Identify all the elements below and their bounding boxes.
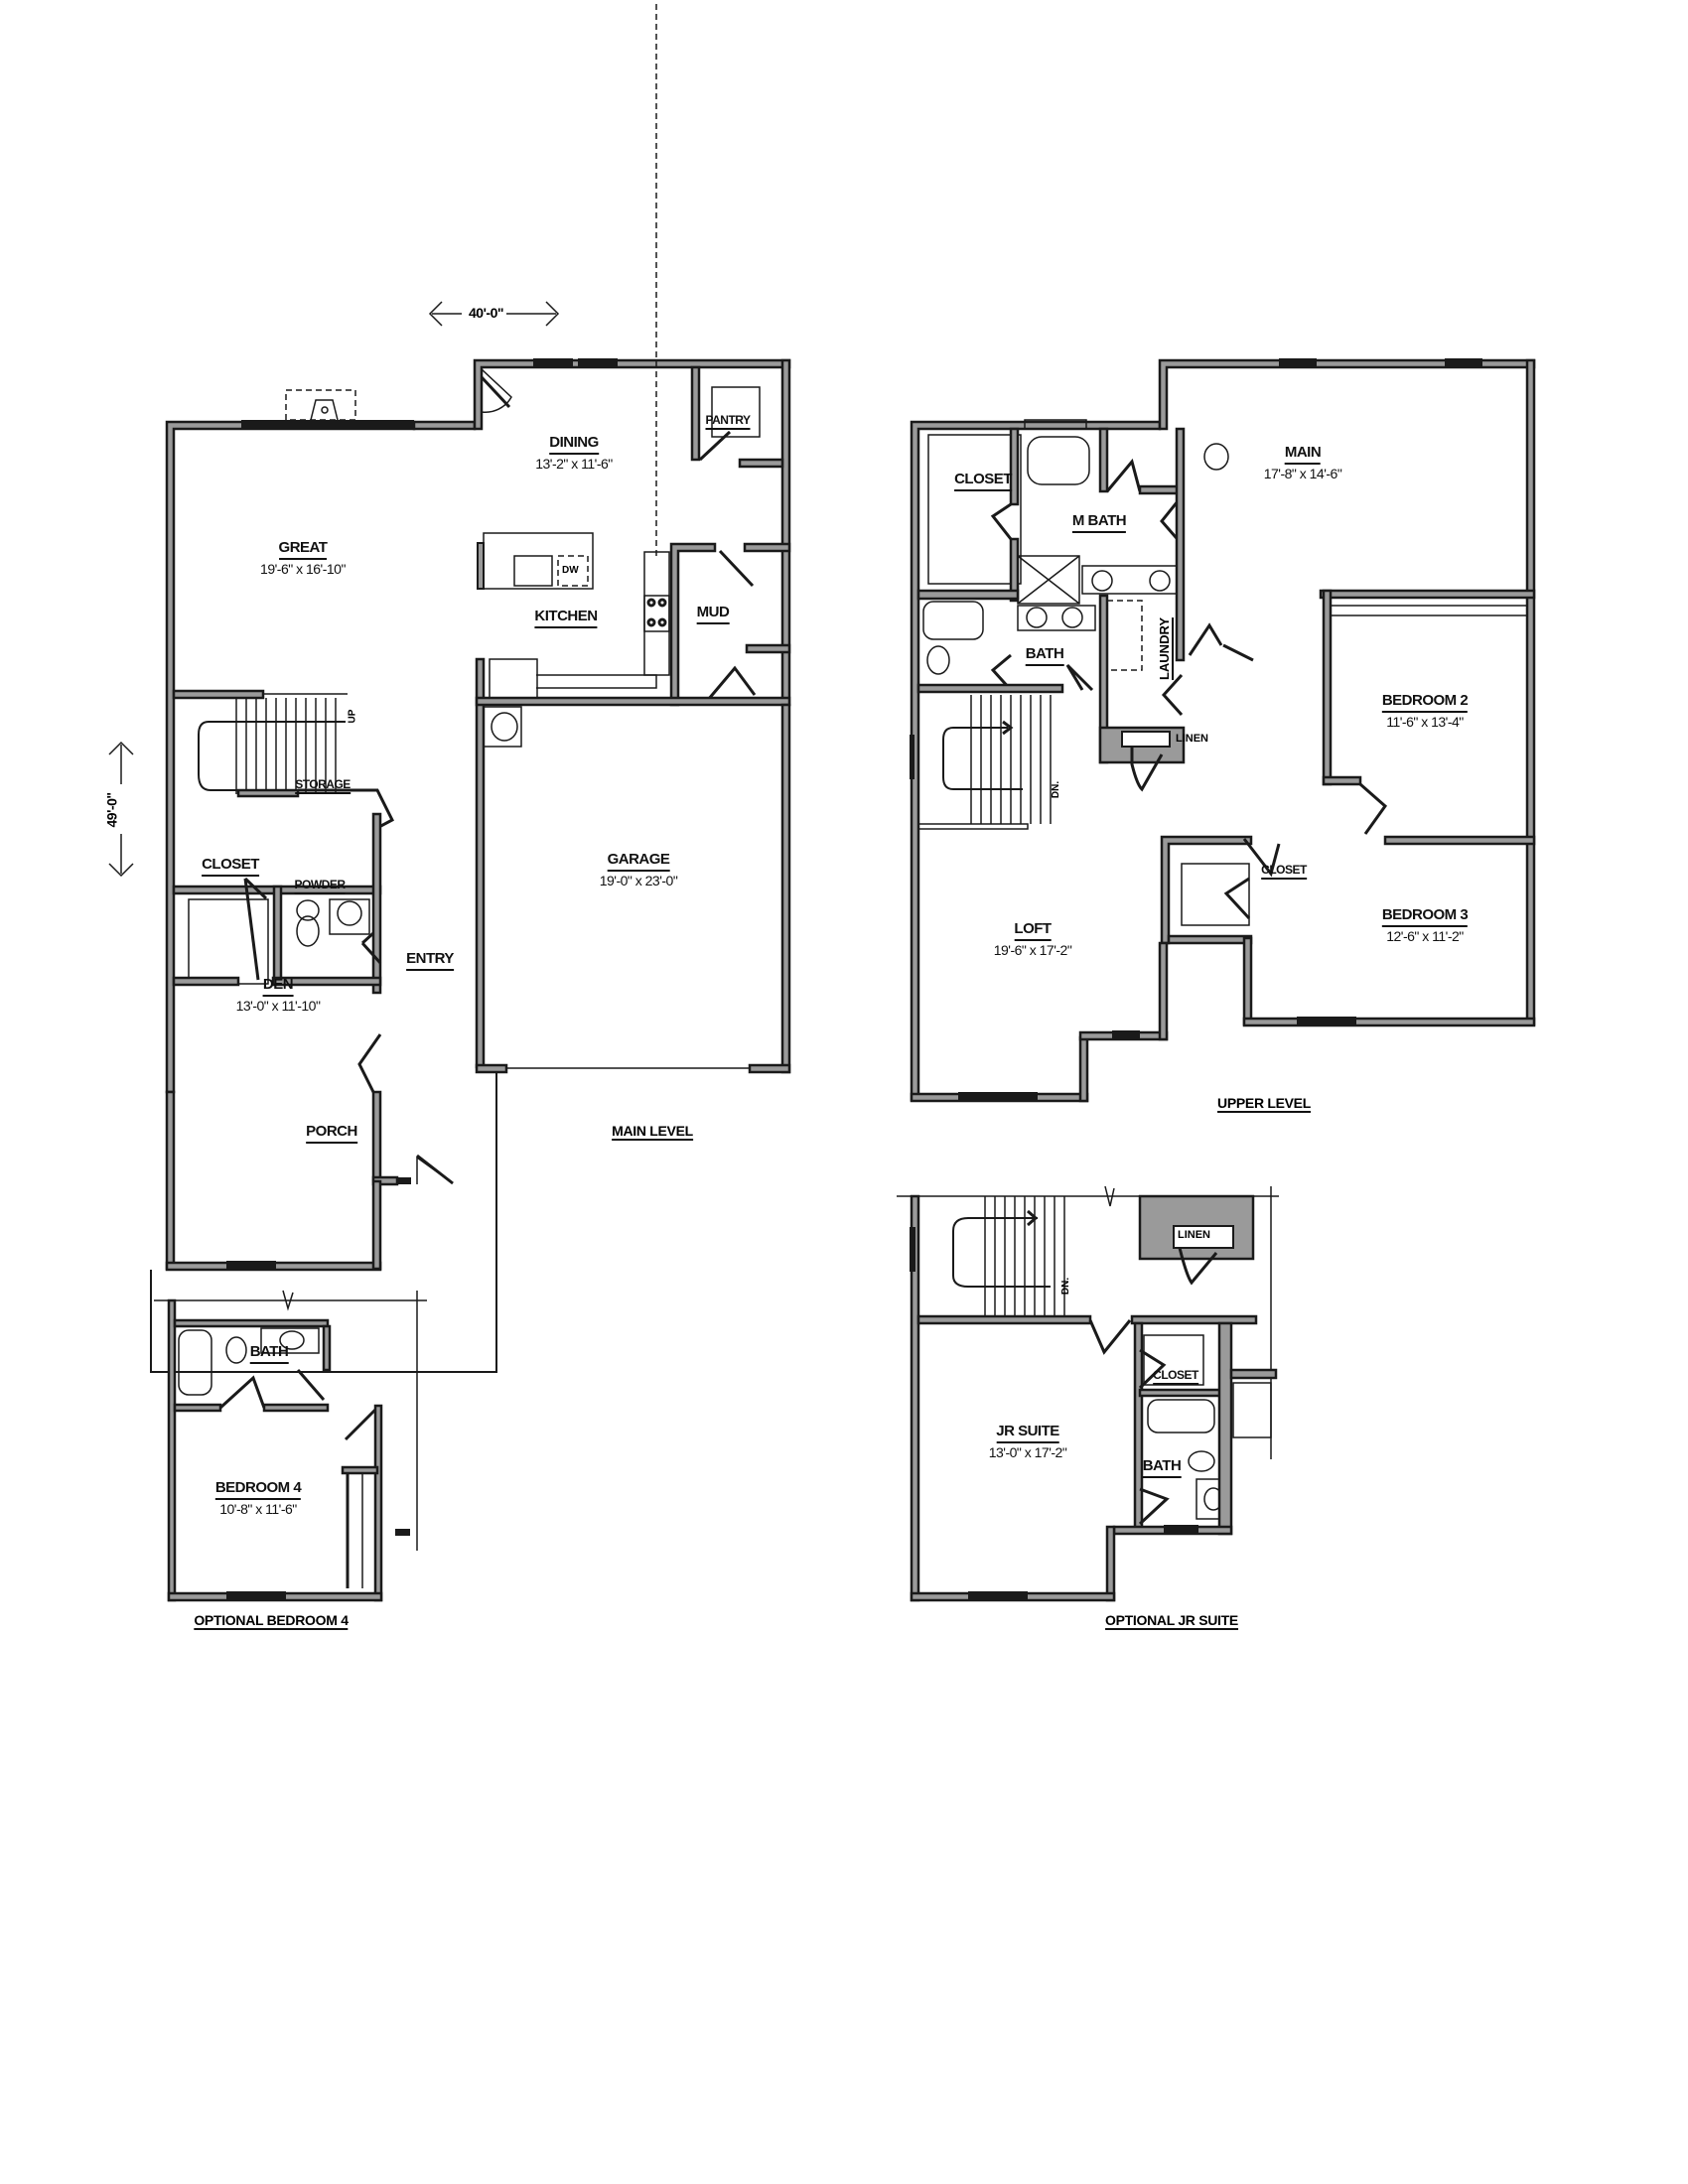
- room-powder: POWDER: [294, 876, 346, 895]
- room-m-bath: M BATH: [1071, 512, 1127, 533]
- room-upper-bath: BATH: [1025, 645, 1064, 666]
- room-name: POWDER: [294, 878, 346, 895]
- room-name: M BATH: [1071, 512, 1127, 533]
- stairs-down-label: DN.: [1051, 780, 1062, 799]
- upper-level-plan: [910, 358, 1536, 1103]
- room-bedroom3-closet: CLOSET: [1261, 861, 1307, 881]
- room-name: LOFT: [1014, 920, 1052, 941]
- room-name: CLOSET: [1261, 863, 1307, 881]
- room-dimensions: 19'-6" x 17'-2": [993, 941, 1072, 958]
- room-entry: ENTRY: [406, 950, 454, 971]
- room-kitchen: KITCHEN: [534, 608, 598, 628]
- room-name: BEDROOM 2: [1381, 692, 1469, 713]
- room-main-bedroom: MAIN 17'-8" x 14'-6": [1264, 444, 1342, 481]
- room-name: CLOSET: [954, 471, 1012, 491]
- room-bedroom2: BEDROOM 2 11'-6" x 13'-4": [1381, 692, 1469, 730]
- room-name: STORAGE: [295, 777, 351, 795]
- room-name: BATH: [1142, 1457, 1182, 1478]
- room-jr-linen: LINEN: [1178, 1229, 1210, 1241]
- main-level-title: MAIN LEVEL: [612, 1123, 693, 1141]
- room-name: GARAGE: [607, 851, 670, 872]
- room-jr-closet: CLOSET: [1153, 1366, 1198, 1386]
- room-bedroom3: BEDROOM 3 12'-6" x 11'-2": [1381, 906, 1469, 944]
- width-dimension-label: 40'-0": [469, 305, 504, 321]
- upper-level-title: UPPER LEVEL: [1217, 1095, 1311, 1113]
- room-name: ENTRY: [406, 950, 454, 971]
- room-name: DINING: [549, 434, 599, 455]
- room-name: JR SUITE: [996, 1423, 1059, 1443]
- room-pantry: PANTRY: [705, 411, 751, 431]
- room-name: BATH: [1025, 645, 1064, 666]
- room-name: MAIN: [1284, 444, 1322, 465]
- room-bed4-bath: BATH: [249, 1343, 289, 1364]
- room-den: DEN 13'-0" x 11'-10": [236, 976, 321, 1014]
- room-dimensions: 13'-0" x 11'-10": [235, 997, 321, 1014]
- room-name: CLOSET: [202, 856, 259, 877]
- room-jr-bath: BATH: [1142, 1457, 1182, 1478]
- room-dimensions: 11'-6" x 13'-4": [1386, 713, 1464, 730]
- optional-jr-suite-plan: [897, 1185, 1279, 1602]
- depth-dimension-arrow: [108, 741, 134, 878]
- optional-jr-suite-title: OPTIONAL JR SUITE: [1105, 1612, 1238, 1630]
- room-dimensions: 13'-2" x 11'-6": [535, 455, 613, 472]
- room-dimensions: 12'-6" x 11'-2": [1386, 927, 1464, 944]
- room-name: BEDROOM 3: [1381, 906, 1469, 927]
- room-dimensions: 19'-0" x 23'-0": [599, 872, 678, 888]
- room-name: GREAT: [278, 539, 328, 560]
- room-upper-linen: LINEN: [1176, 733, 1208, 745]
- room-dimensions: 17'-8" x 14'-6": [1263, 465, 1342, 481]
- room-great: GREAT 19'-6" x 16'-10": [260, 539, 346, 577]
- room-name: DEN: [262, 976, 294, 997]
- optional-bedroom4-plan: [154, 1290, 427, 1602]
- room-name: KITCHEN: [534, 608, 598, 628]
- jr-stairs-down-label: DN.: [1060, 1277, 1072, 1296]
- room-garage: GARAGE 19'-0" x 23'-0": [600, 851, 678, 888]
- dishwasher-label: DW: [562, 565, 579, 576]
- room-laundry: LAUNDRY: [1157, 616, 1175, 681]
- main-level-plan: [108, 0, 791, 1373]
- room-closet: CLOSET: [202, 856, 259, 877]
- room-name: PANTRY: [705, 413, 751, 431]
- room-name: PORCH: [306, 1123, 357, 1144]
- room-porch: PORCH: [306, 1123, 357, 1144]
- room-dining: DINING 13'-2" x 11'-6": [535, 434, 613, 472]
- room-storage: STORAGE: [295, 775, 351, 795]
- room-name: BEDROOM 4: [214, 1479, 302, 1500]
- optional-bedroom4-title: OPTIONAL BEDROOM 4: [194, 1612, 349, 1630]
- room-dimensions: 10'-8" x 11'-6": [219, 1500, 297, 1517]
- room-name: BATH: [249, 1343, 289, 1364]
- room-upper-closet: CLOSET: [954, 471, 1012, 491]
- room-name: CLOSET: [1153, 1368, 1198, 1386]
- room-loft: LOFT 19'-6" x 17'-2": [994, 920, 1072, 958]
- room-dimensions: 13'-0" x 17'-2": [988, 1443, 1067, 1460]
- room-dimensions: 19'-6" x 16'-10": [260, 560, 346, 577]
- room-bedroom4: BEDROOM 4 10'-8" x 11'-6": [214, 1479, 302, 1517]
- width-dimension-arrow: [428, 301, 560, 327]
- stairs-up-label: UP: [347, 709, 358, 724]
- room-jr-suite: JR SUITE 13'-0" x 17'-2": [989, 1423, 1067, 1460]
- depth-dimension-label: 49'-0": [103, 792, 120, 828]
- room-name: MUD: [696, 604, 730, 624]
- room-mud: MUD: [696, 604, 730, 624]
